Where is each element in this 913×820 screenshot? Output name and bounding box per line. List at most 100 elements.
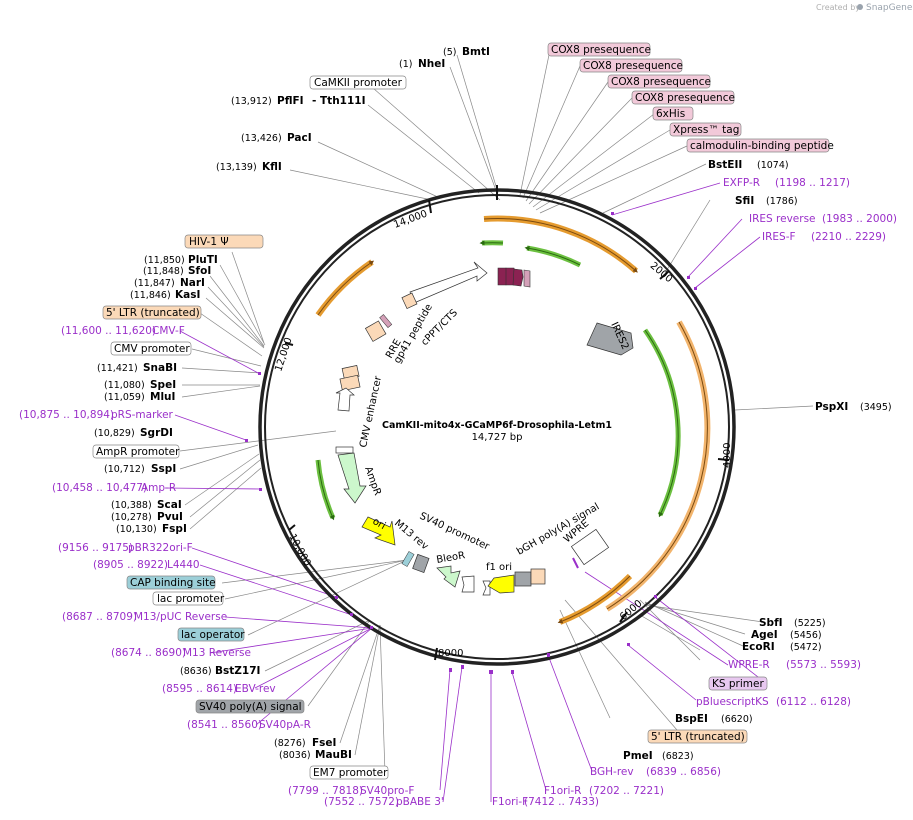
gp41-block — [401, 292, 418, 310]
ampr-primer-pos: (10,458 .. 10,477) — [52, 482, 147, 494]
cox8-label-4: COX8 presequence — [635, 92, 735, 104]
pbr322-pos: (9156 .. 9175) — [58, 542, 133, 554]
green-arc-top — [526, 245, 582, 268]
ires2-block — [586, 322, 634, 356]
iresrev-pos: (1983 .. 2000) — [822, 213, 897, 225]
outer-labels: (5) BmtI (1) NheI CaMKII promoter (13,91… — [19, 42, 897, 808]
spei-name: SpeI — [150, 379, 176, 391]
ltr-block — [530, 568, 546, 585]
cmv-promoter-label: CMV promoter — [114, 343, 190, 355]
tick-4000: 4000 — [722, 443, 733, 468]
bgh-block — [514, 571, 532, 587]
sgrdi-pos: (10,829) — [94, 428, 135, 439]
tth111i-name: - Tth111I — [312, 95, 366, 107]
mlui-pos: (11,059) — [104, 392, 145, 403]
exfpr-name: EXFP-R — [723, 177, 760, 189]
camkii-label: CaMKII promoter — [314, 77, 403, 89]
maubi-name: MauBI — [315, 749, 352, 761]
pmei-pos: (6823) — [662, 751, 694, 762]
rre-block — [364, 320, 387, 342]
snabi-pos: (11,421) — [97, 363, 138, 374]
pluti-name: PluTI — [188, 254, 218, 266]
sfii-pos: (1786) — [766, 196, 798, 207]
ecori-pos: (5472) — [790, 642, 822, 653]
fsei-name: FseI — [312, 737, 336, 749]
kasi-pos: (11,846) — [130, 290, 171, 301]
snabi-name: SnaBI — [143, 362, 177, 374]
pvui-name: PvuI — [157, 511, 183, 523]
pbr322-name: pBR322ori-F — [128, 542, 193, 554]
ebvrev-name: EBV-rev — [235, 683, 276, 695]
em7-label: EM7 promoter — [313, 767, 388, 779]
tick-8000: 8000 — [438, 648, 463, 659]
orange-arc-right-line — [606, 321, 708, 610]
pbsks-pos: (6112 .. 6128) — [776, 696, 851, 708]
agei-pos: (5456) — [790, 630, 822, 641]
pmei-name: PmeI — [623, 750, 653, 762]
spei-pos: (11,080) — [104, 380, 145, 391]
pspxi-pos: (3495) — [860, 402, 892, 413]
bspei-name: BspEI — [675, 713, 708, 725]
prs-name: pRS-marker — [111, 409, 174, 421]
cox8-label-1: COX8 presequence — [551, 44, 651, 56]
l4440-name: L4440 — [167, 559, 200, 571]
maubi-pos: (8036) — [279, 750, 311, 761]
enh-block-2 — [339, 374, 361, 392]
ltr5-right-label: 5' LTR (truncated) — [651, 731, 745, 743]
cmv-enhancer-label: CMV enhancer — [358, 374, 384, 448]
tick-marks — [284, 185, 730, 661]
cap-label: CAP binding site — [130, 577, 216, 589]
fspi-pos: (10,130) — [116, 524, 157, 535]
nhei-name: NheI — [418, 58, 445, 70]
f1ori-arrow — [487, 574, 515, 594]
green-arc-top-line — [524, 245, 581, 266]
sv40prof-pos: (7799 .. 7818) — [288, 785, 363, 797]
pflfi-name: PflFI — [277, 95, 304, 107]
sfii-name: SfiI — [735, 195, 754, 207]
green-arc-left-line — [317, 459, 335, 521]
fspi-name: FspI — [162, 523, 187, 535]
wprer-pos: (5573 .. 5593) — [786, 659, 861, 671]
scai-pos: (10,388) — [111, 500, 152, 511]
f1orif-name: F1ori-F — [492, 796, 528, 808]
sfoi-name: SfoI — [188, 265, 211, 277]
hiv1-label: HIV-1 Ψ — [189, 236, 229, 248]
sbfi-name: SbfI — [759, 617, 783, 629]
snapgene-logo-icon — [857, 4, 863, 10]
pflfi-pos: (13,912) — [231, 96, 272, 107]
kfli-pos: (13,139) — [216, 162, 257, 173]
bghrev-name: BGH-rev — [590, 766, 634, 778]
ecori-name: EcoRI — [742, 641, 775, 653]
m13rev-name: M13 Reverse — [183, 647, 251, 659]
ampr-promoter-label: AmpR promoter — [96, 446, 180, 458]
lac-promoter-label: lac promoter — [157, 593, 225, 605]
cox8-blocks — [497, 267, 531, 288]
iresf-pos: (2210 .. 2229) — [811, 231, 886, 243]
bleor-label: BleoR — [436, 550, 466, 566]
sspi-name: SspI — [151, 463, 176, 475]
sspi-pos: (10,712) — [104, 464, 145, 475]
orange-arc-top-line — [483, 218, 638, 273]
bmti-name: BmtI — [462, 46, 490, 58]
pbabe-name: pBABE 3' — [396, 796, 444, 808]
iresrev-name: IRES reverse — [749, 213, 816, 225]
f1orir-pos2: (7202 .. 7221) — [589, 785, 664, 797]
sfoi-pos: (11,848) — [143, 266, 184, 277]
sgrdi-name: SgrDI — [140, 427, 173, 439]
primer-leader-lines — [164, 182, 768, 803]
pbabe-pos: (7552 .. 7572) — [324, 796, 399, 808]
ltr5-left-label: 5' LTR (truncated) — [106, 307, 200, 319]
bghrev-pos: (6839 .. 6856) — [646, 766, 721, 778]
plasmid-size: 14,727 bp — [472, 432, 523, 443]
sv40prom-label: SV40 promoter — [418, 511, 492, 553]
paci-pos: (13,426) — [241, 133, 282, 144]
iresf-name: IRES-F — [762, 231, 796, 243]
sv40polya-label: SV40 poly(A) signal — [199, 701, 302, 713]
wprer-name: WPRE-R — [728, 659, 770, 671]
calmodulin-label: calmodulin-binding peptide — [690, 140, 834, 152]
pspxi-name: PspXI — [815, 401, 848, 413]
exfpr-pos: (1198 .. 1217) — [775, 177, 850, 189]
bmti-pos: (5) — [443, 47, 456, 58]
